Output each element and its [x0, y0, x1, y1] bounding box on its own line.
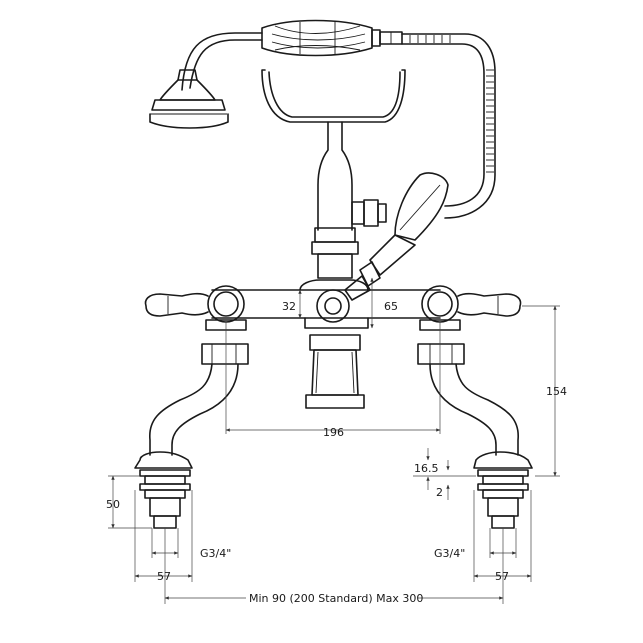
thread-left-label: G3/4"	[200, 547, 231, 560]
dim-57-left-label: 57	[157, 570, 171, 583]
hose-coil	[409, 35, 494, 173]
diverter-lever	[344, 172, 449, 301]
right-valve	[417, 285, 522, 365]
dim-32-label: 32	[282, 300, 296, 313]
dim-154-label: 154	[546, 385, 567, 398]
left-leg	[134, 363, 239, 529]
shower-handset	[149, 19, 496, 219]
dimension-labels: 32 65 154 196 16.5 2 50 G3/4" G3/4" 57 5…	[106, 300, 567, 605]
dim-2-label: 2	[436, 486, 443, 499]
centres-range-label: Min 90 (200 Standard) Max 300	[249, 592, 423, 605]
right-leg	[429, 363, 533, 529]
dim-16-5-label: 16.5	[414, 462, 439, 475]
dimension-lines	[108, 277, 560, 604]
dim-65-label: 65	[384, 300, 398, 313]
dim-196-label: 196	[323, 426, 344, 439]
dim-57-right-label: 57	[495, 570, 509, 583]
diverter-body	[311, 199, 387, 279]
mixer-body	[211, 279, 441, 409]
handset-cradle	[261, 69, 406, 231]
dim-50-label: 50	[106, 498, 120, 511]
left-valve	[144, 285, 249, 365]
thread-right-label: G3/4"	[434, 547, 465, 560]
